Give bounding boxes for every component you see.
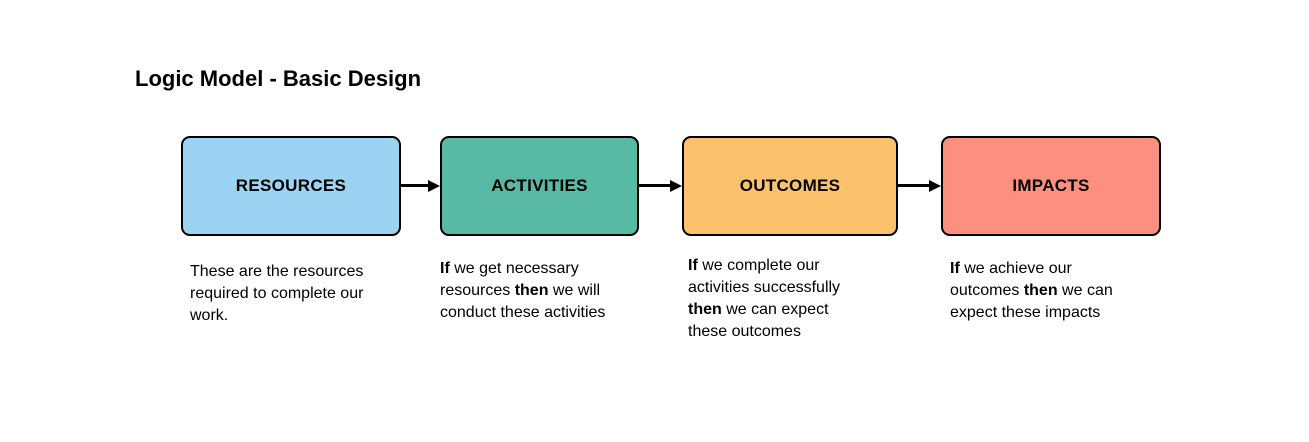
arrow-head-icon bbox=[929, 179, 941, 192]
arrow-shaft bbox=[898, 184, 929, 187]
impacts-box: IMPACTS bbox=[941, 136, 1161, 236]
arrow-resources-to-activities bbox=[401, 179, 440, 192]
arrow-head-icon bbox=[670, 179, 682, 192]
activities-box-label: ACTIVITIES bbox=[491, 176, 588, 195]
arrow-activities-to-outcomes bbox=[639, 179, 682, 192]
resources-box-label: RESOURCES bbox=[235, 176, 347, 195]
outcomes-box-label: OUTCOMES bbox=[739, 176, 841, 195]
impacts-box-label: IMPACTS bbox=[1012, 176, 1090, 195]
outcomes-box: OUTCOMES bbox=[682, 136, 898, 236]
arrow-shaft bbox=[401, 184, 428, 187]
resources-box: RESOURCES bbox=[181, 136, 401, 236]
arrow-shaft bbox=[639, 184, 670, 187]
activities-box: ACTIVITIES bbox=[440, 136, 639, 236]
diagram-title: Logic Model - Basic Design bbox=[135, 66, 422, 91]
arrow-head-icon bbox=[428, 179, 440, 192]
arrow-outcomes-to-impacts bbox=[898, 179, 941, 192]
